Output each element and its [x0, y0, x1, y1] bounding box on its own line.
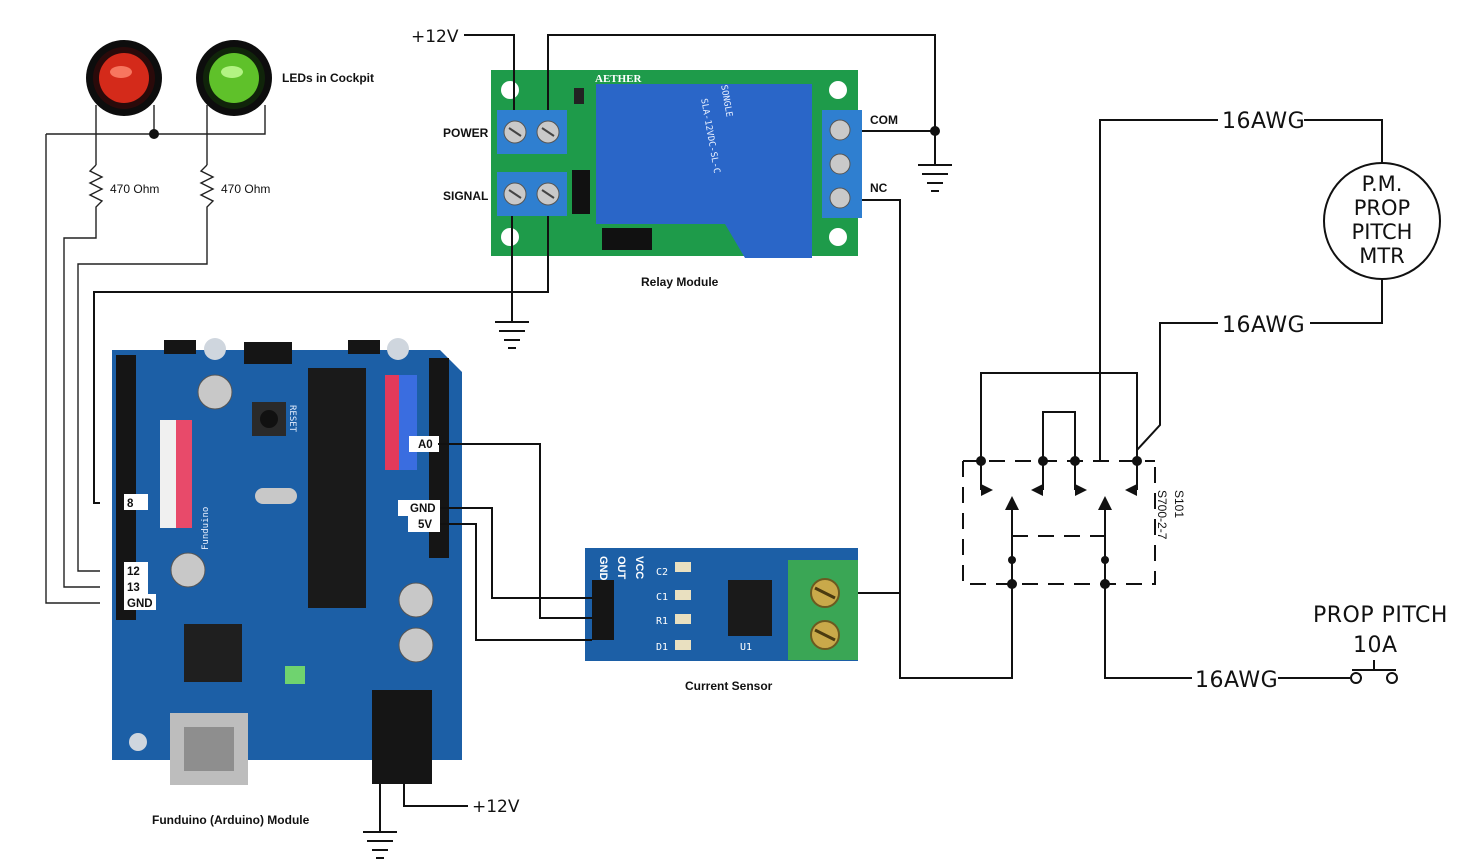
sensor-chip [728, 580, 772, 636]
sensor-part-u1: U1 [740, 642, 752, 653]
relay-module-label: Relay Module [641, 275, 719, 289]
sensor-part-d1: D1 [656, 642, 668, 653]
relay-maker: AETHER [595, 73, 643, 85]
resistor-1-label: 470 Ohm [110, 182, 159, 196]
current-sensor-label: Current Sensor [685, 679, 773, 693]
arduino-board: RESET Funduino [100, 338, 462, 785]
resistor-2 [77, 164, 215, 572]
funduino-text: Funduino [201, 507, 211, 550]
switch-id-2: S700-2-7 [1155, 490, 1169, 540]
reset-text: RESET [287, 405, 297, 433]
awg-label-1: 16AWG [1222, 109, 1305, 134]
schematic-wiring [899, 119, 1398, 684]
motor-line4: MTR [1359, 244, 1405, 268]
led-wiring [45, 105, 266, 604]
pin-gnd2-label: GND [410, 503, 436, 515]
pin-13-label: 13 [127, 582, 140, 594]
prop-pitch-label: PROP PITCH [1313, 603, 1448, 628]
current-sensor [585, 548, 858, 661]
prop-pitch-amps: 10A [1353, 633, 1398, 658]
pin-8-label: 8 [127, 498, 134, 510]
awg-label-2: 16AWG [1222, 313, 1305, 338]
switch-id-1: S101 [1172, 490, 1186, 518]
sensor-pin-out: OUT [615, 556, 627, 580]
pin-12-label: 12 [127, 566, 140, 578]
sensor-pin-gnd: GND [597, 556, 609, 581]
power-12v-bottom-label: +12V [472, 797, 520, 817]
power-label: POWER [443, 126, 489, 140]
arduino-label: Funduino (Arduino) Module [152, 813, 310, 827]
power-12v-top-label: +12V [411, 27, 459, 47]
com-label: COM [870, 113, 898, 127]
nc-label: NC [870, 181, 888, 195]
led-green [196, 40, 272, 116]
pin-5v-label: 5V [418, 519, 432, 531]
arduino-power-wiring [363, 784, 468, 859]
mcu-chip [308, 368, 366, 608]
awg-label-3: 16AWG [1195, 668, 1278, 693]
motor-line3: PITCH [1352, 220, 1413, 244]
motor-line1: P.M. [1362, 172, 1403, 196]
motor-line2: PROP [1354, 196, 1410, 220]
sensor-wiring [438, 443, 592, 641]
resistor-1 [63, 164, 124, 588]
sensor-part-r1: R1 [656, 616, 668, 627]
signal-label: SIGNAL [443, 189, 488, 203]
sensor-part-c1: C1 [656, 592, 668, 603]
resistor-2-label: 470 Ohm [221, 182, 270, 196]
led-red [86, 40, 162, 116]
sensor-part-c2: C2 [656, 567, 668, 578]
relay-module: SONGLE SLA-12VDC-SL-C AETHER [491, 70, 862, 258]
sensor-pin-vcc: VCC [633, 556, 645, 579]
relay-wiring [93, 34, 952, 594]
pin-a0-label: A0 [418, 439, 433, 451]
pin-gnd-label: GND [127, 598, 153, 610]
leds-label: LEDs in Cockpit [282, 71, 374, 85]
